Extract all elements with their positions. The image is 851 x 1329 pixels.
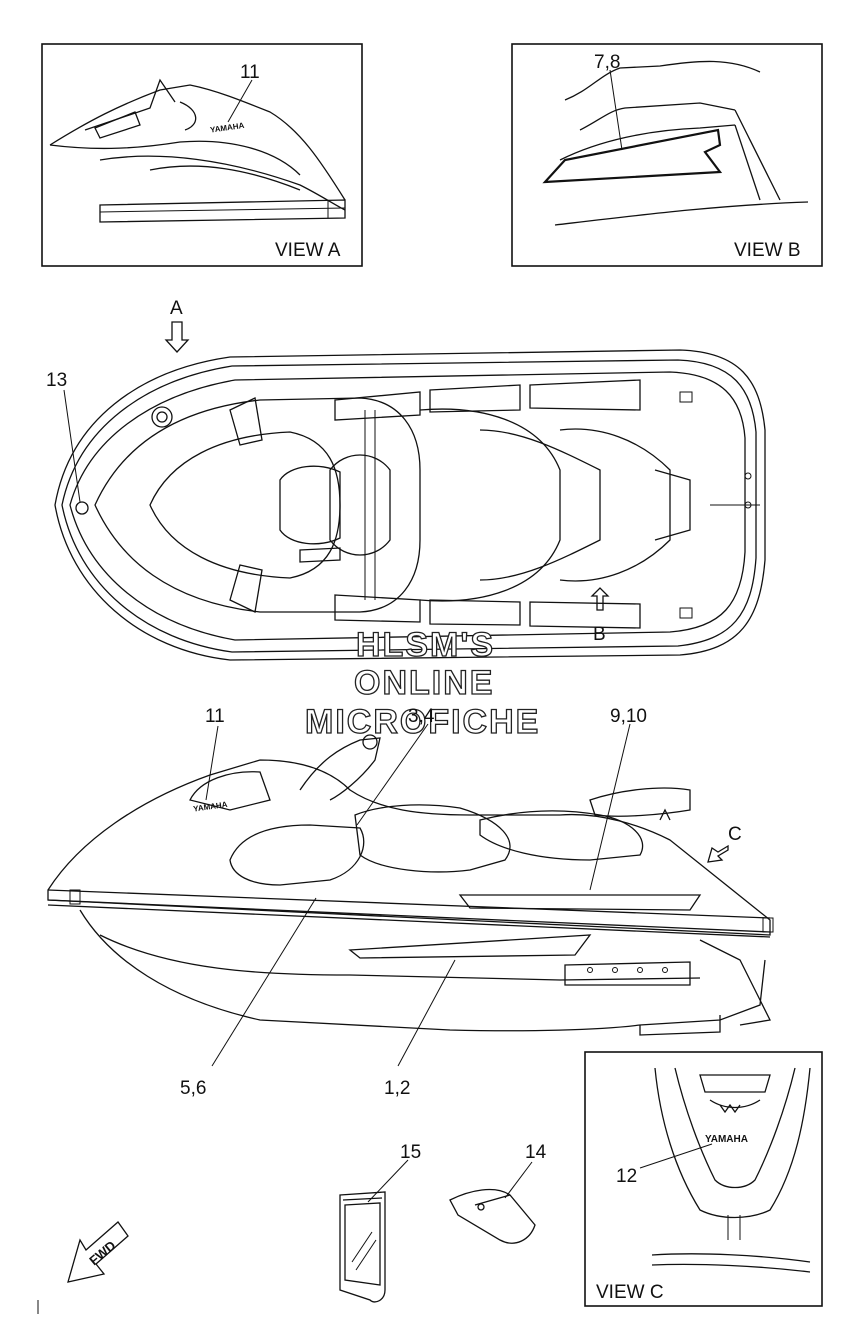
view-a-arrow-icon <box>164 321 190 353</box>
callout-side-9-10: 9,10 <box>610 706 647 727</box>
fwd-label: FWD <box>86 1238 118 1269</box>
arrow-a-label: A <box>170 298 183 319</box>
callout-view-a-11: 11 <box>240 62 260 83</box>
view-a-title: VIEW A <box>275 240 341 261</box>
arrow-b-label: B <box>593 624 606 645</box>
arrow-c-label: C <box>728 824 742 845</box>
view-c-arrow-icon <box>707 844 729 863</box>
watermark-line-3: MICROFICHE <box>305 703 540 741</box>
view-c-logo: YAMAHA <box>705 1134 748 1145</box>
fwd-arrow-icon: FWD <box>67 1221 129 1283</box>
view-c-title: VIEW C <box>596 1282 664 1303</box>
callout-view-c-12: 12 <box>616 1166 637 1187</box>
watermark-line-2: ONLINE <box>354 664 494 702</box>
view-b-title: VIEW B <box>734 240 801 261</box>
callout-part-14: 14 <box>525 1142 547 1163</box>
side-view-craft: YAMAHA 11 3,4 9,10 C 5,6 1,2 <box>47 706 774 1099</box>
callout-view-b-7-8: 7,8 <box>594 52 620 73</box>
watermark-line-1: HLSM'S <box>356 626 495 664</box>
callout-side-1-2: 1,2 <box>384 1078 410 1099</box>
part-15-decal-sheet: 15 <box>339 1142 421 1303</box>
view-c-panel: YAMAHA 12 VIEW C <box>584 1051 823 1307</box>
top-view-craft: A 13 B <box>46 298 766 661</box>
view-a-panel: YAMAHA 11 VIEW A <box>41 43 363 267</box>
callout-side-11: 11 <box>205 706 225 727</box>
callout-part-15: 15 <box>400 1142 421 1163</box>
view-b-arrow-icon <box>590 587 610 611</box>
callout-top-13: 13 <box>46 370 67 391</box>
callout-side-3-4: 3,4 <box>408 706 435 727</box>
watermark: HLSM'S ONLINE MICROFICHE <box>304 625 540 741</box>
part-14-pouch: 14 <box>449 1142 547 1244</box>
view-a-logo: YAMAHA <box>210 121 246 135</box>
view-b-panel: 7,8 VIEW B <box>511 43 823 267</box>
callout-side-5-6: 5,6 <box>180 1078 206 1099</box>
